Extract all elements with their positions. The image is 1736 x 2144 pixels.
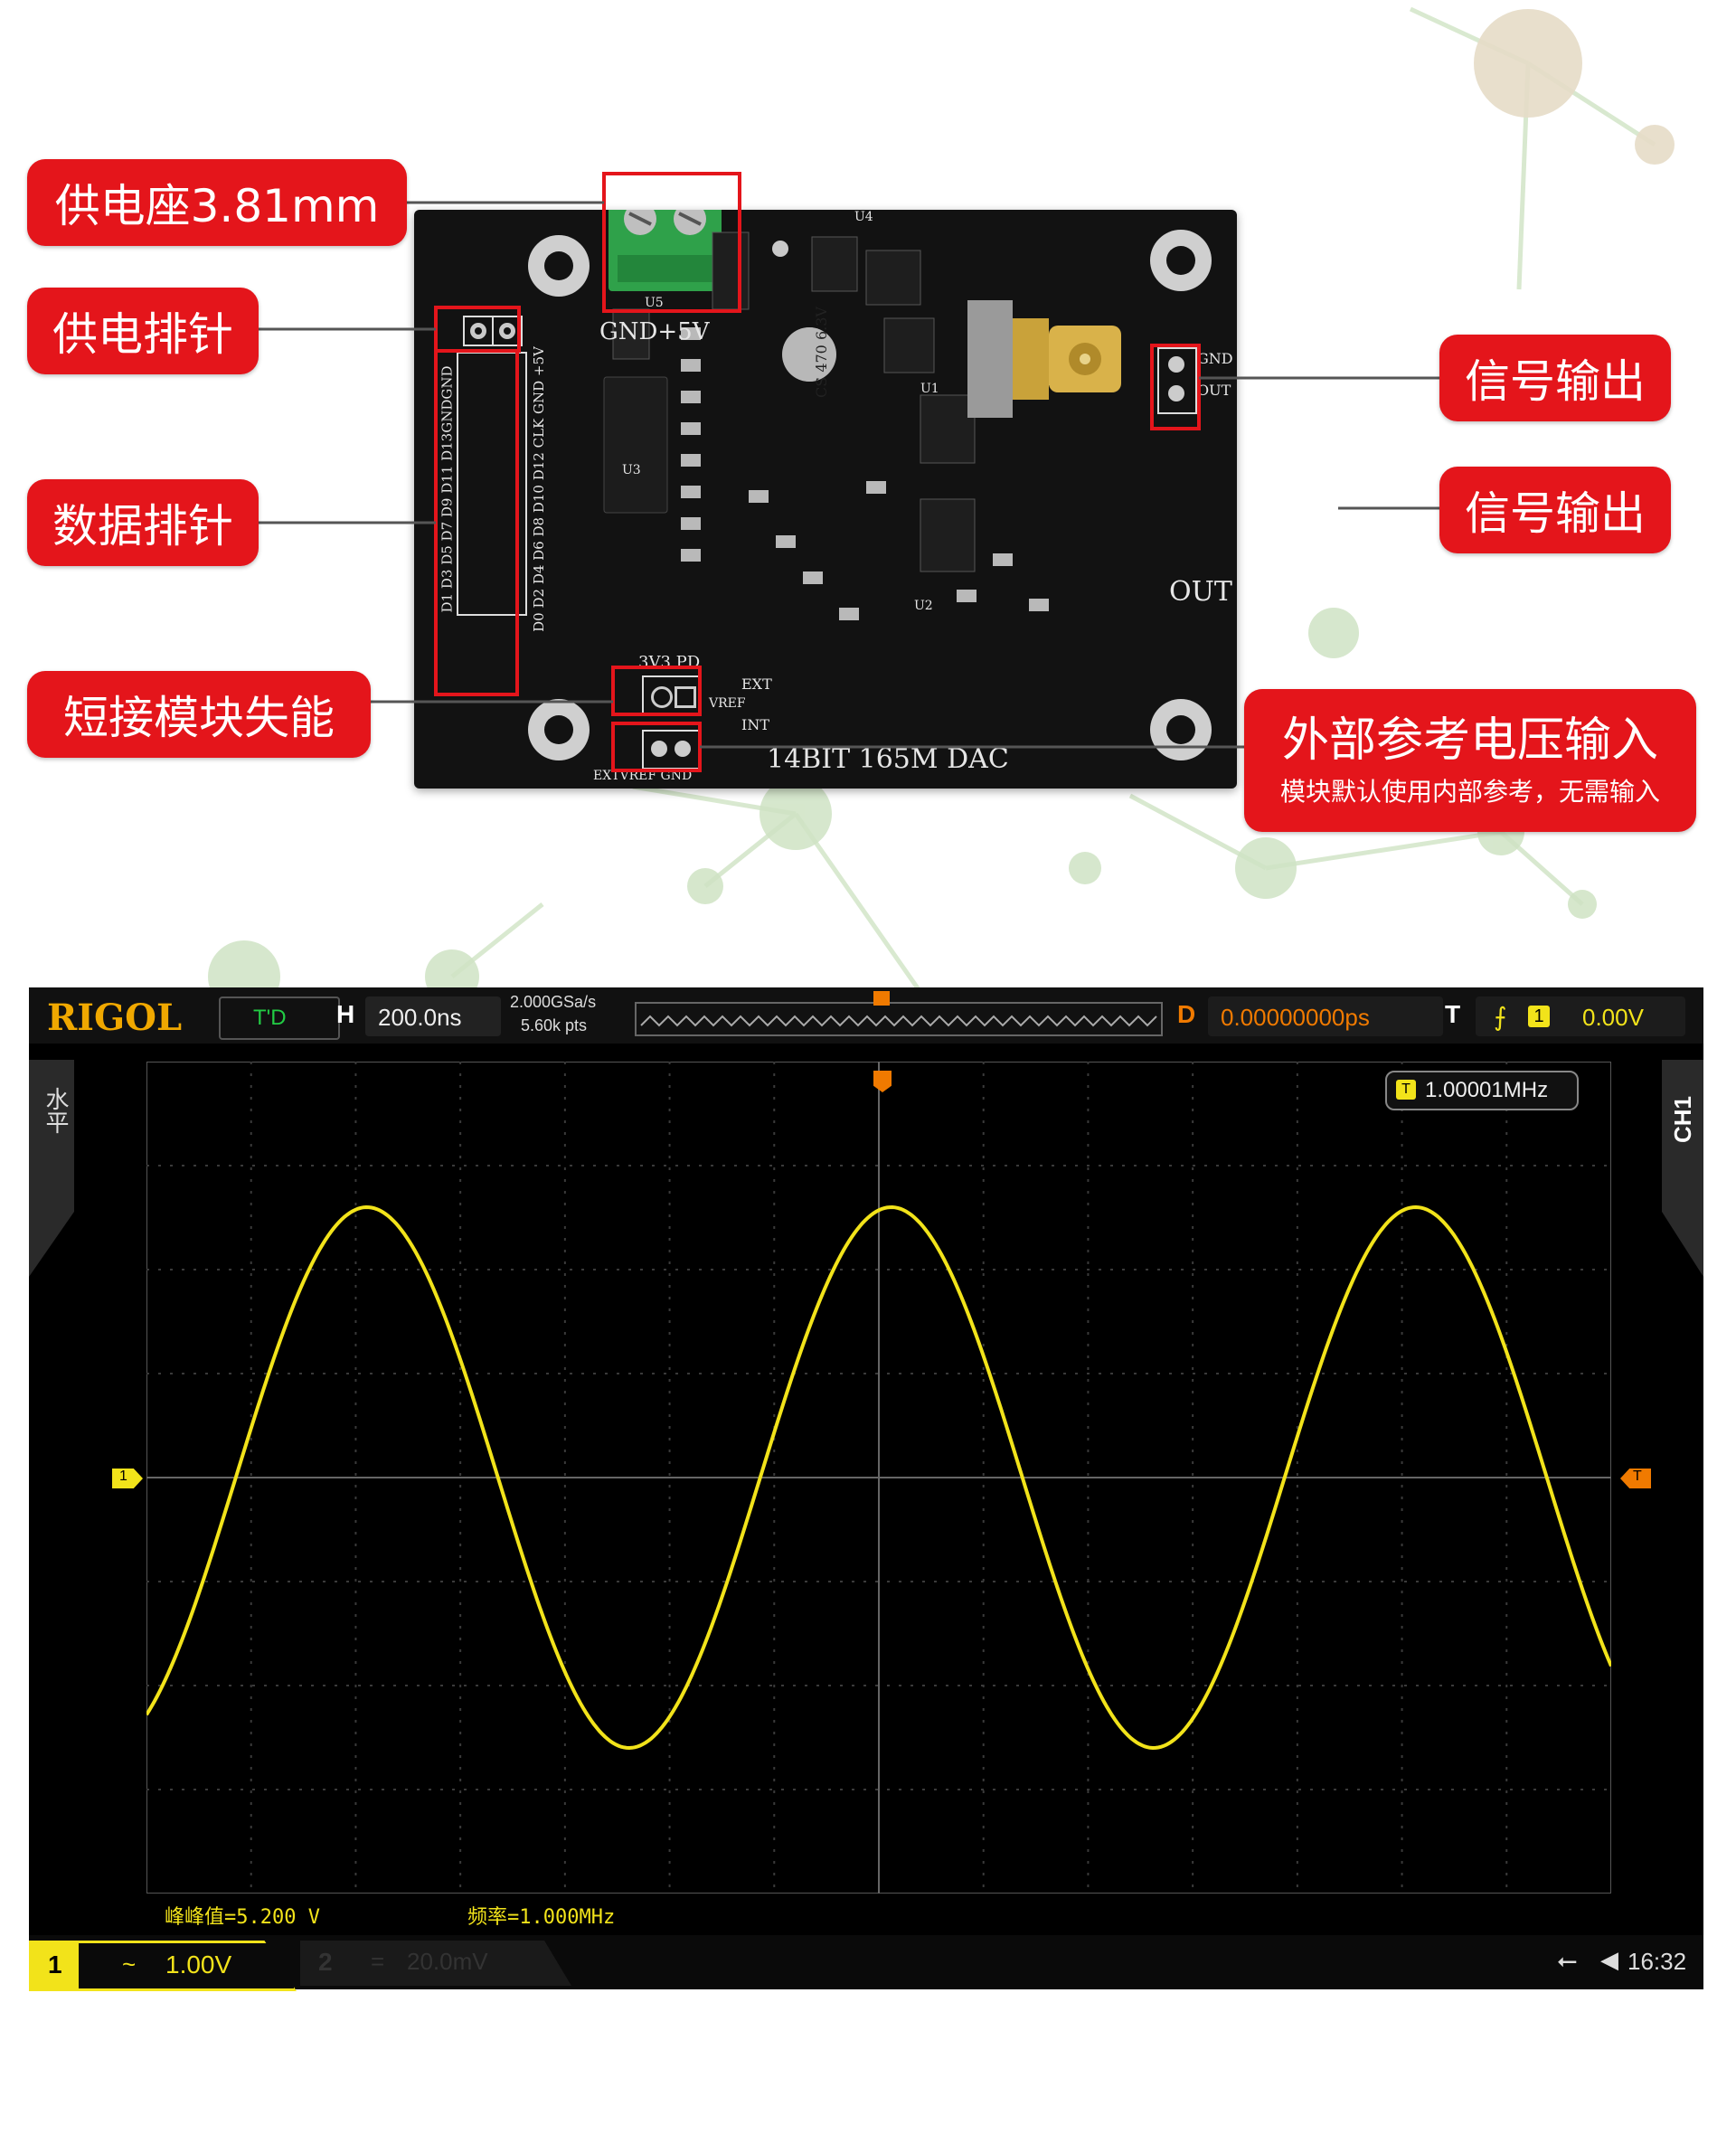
- callout-short-disable: 短接模块失能: [27, 671, 371, 758]
- measurement-vpp: 峰峰值=5.200 V: [165, 1906, 320, 1929]
- waveform-graticule: [146, 1062, 1611, 1894]
- ch2-coupling-icon: =: [371, 1948, 385, 1975]
- gnd-pin-label: GND: [1197, 350, 1233, 367]
- delay-label: D: [1177, 1000, 1196, 1028]
- chip-u1-label: U1: [920, 382, 939, 396]
- clock: 16:32: [1628, 1948, 1687, 1975]
- scope-top-bar: RIGOL T'D H 200.0ns 2.000GSa/s 5.60k pts…: [29, 987, 1703, 1044]
- capacitor-label: CS 470 6.3V: [812, 307, 830, 398]
- memory-waveform-icon: [640, 1015, 1157, 1027]
- trigger-level: 0.00V: [1582, 1004, 1644, 1031]
- trigger-position-marker: [873, 991, 890, 1006]
- pd-jumper[interactable]: [642, 675, 702, 715]
- chip-u4-label: U4: [854, 210, 873, 224]
- jumper-top-label: 3V3 PD: [638, 653, 701, 672]
- ch1-side-tab[interactable]: CH1: [1662, 1060, 1703, 1277]
- run-mode-box[interactable]: T'D: [219, 996, 340, 1040]
- out-pin-label: OUT: [1197, 382, 1231, 399]
- chip-u3-label: U3: [622, 463, 641, 477]
- out-label: OUT: [1169, 576, 1232, 608]
- callout-data-header: 数据排针: [27, 479, 259, 566]
- delay-value: 0.00000000ps: [1221, 1004, 1370, 1031]
- chip-u2-label: U2: [914, 599, 933, 613]
- horizontal-label: H: [336, 1000, 355, 1028]
- ch1-side-label: CH1: [1669, 1096, 1696, 1144]
- mounting-holes: [528, 230, 1212, 760]
- power-label: GND+5V: [599, 318, 710, 345]
- rising-edge-icon: ⨍: [1494, 1003, 1507, 1031]
- horizontal-side-tab[interactable]: 水平: [29, 1060, 74, 1277]
- ext-label: EXT: [741, 675, 772, 693]
- trigger-level-marker[interactable]: T: [1620, 1469, 1651, 1488]
- scope-bottom-bar: 1 ~ 1.00V 2 = 20.0mV ⭠ ◀ 16:32: [29, 1935, 1703, 1991]
- oscilloscope-screen: RIGOL T'D H 200.0ns 2.000GSa/s 5.60k pts…: [29, 987, 1703, 1991]
- callout-ext-ref: 外部参考电压输入 模块默认使用内部参考，无需输入: [1244, 689, 1696, 832]
- trigger-label: T: [1445, 1000, 1461, 1028]
- chip-u5-label: U5: [645, 296, 664, 310]
- delay-box[interactable]: 0.00000000ps: [1208, 996, 1443, 1036]
- timebase-box[interactable]: 200.0ns: [365, 996, 501, 1036]
- speaker-icon: ◀: [1600, 1946, 1618, 1973]
- trigger-box[interactable]: ⨍ 1 0.00V: [1476, 996, 1685, 1036]
- header-left-label: D1 D3 D5 D7 D9 D11 D13GNDGND: [439, 365, 456, 613]
- callout-power-socket: 供电座3.81mm: [27, 159, 407, 246]
- ch2-settings[interactable]: 2 = 20.0mV: [300, 1941, 571, 1986]
- brand-logo: RIGOL: [47, 996, 183, 1039]
- header-right-label: D0 D2 D4 D6 D8 D10 D12 CLK GND +5V: [530, 346, 547, 632]
- frequency-counter-value: 1.00001MHz: [1425, 1078, 1549, 1102]
- ch1-offset-marker[interactable]: 1: [112, 1469, 143, 1488]
- board-title: 14BIT 165M DAC: [767, 743, 1009, 775]
- sample-rate: 2.000GSa/s: [510, 993, 597, 1011]
- ch1-coupling-icon: ~: [122, 1950, 137, 1978]
- data-header-pins: [457, 352, 527, 616]
- frequency-counter: T 1.00001MHz: [1385, 1071, 1579, 1110]
- callout-power-header: 供电排针: [27, 288, 259, 374]
- trigger-channel: 1: [1528, 1006, 1550, 1027]
- signal-out-header[interactable]: [1157, 347, 1197, 414]
- memory-depth: 5.60k pts: [521, 1016, 588, 1034]
- ch1-number-box: 1: [32, 1943, 79, 1988]
- dac-module-board: GND+5V 14BIT 165M DAC OUT GND OUT 3V3 PD…: [414, 210, 1237, 789]
- horizontal-side-label: 水平: [42, 1087, 70, 1134]
- usb-icon: ⭠: [1557, 1946, 1578, 1974]
- measurement-frequency: 频率=1.000MHz: [467, 1906, 616, 1929]
- run-mode: T'D: [253, 1006, 287, 1030]
- timebase-value: 200.0ns: [378, 1004, 462, 1031]
- jumper-bottom-label: EXTVREF GND: [593, 769, 693, 783]
- extvref-header[interactable]: [642, 730, 702, 770]
- callout-signal-out-2: 信号输出: [1439, 467, 1671, 553]
- memory-bar[interactable]: [635, 991, 1163, 1036]
- callout-signal-out-1: 信号输出: [1439, 335, 1671, 421]
- ch1-settings[interactable]: 1 ~ 1.00V: [29, 1941, 297, 1991]
- ch1-waveform: [146, 1204, 1611, 1751]
- ch2-scale: 20.0mV: [407, 1948, 488, 1975]
- freq-counter-icon: T: [1396, 1080, 1416, 1100]
- trigger-time-marker: [873, 1071, 892, 1092]
- vref-label: VREF: [709, 696, 746, 711]
- ch1-scale: 1.00V: [165, 1950, 232, 1979]
- int-label: INT: [741, 716, 769, 733]
